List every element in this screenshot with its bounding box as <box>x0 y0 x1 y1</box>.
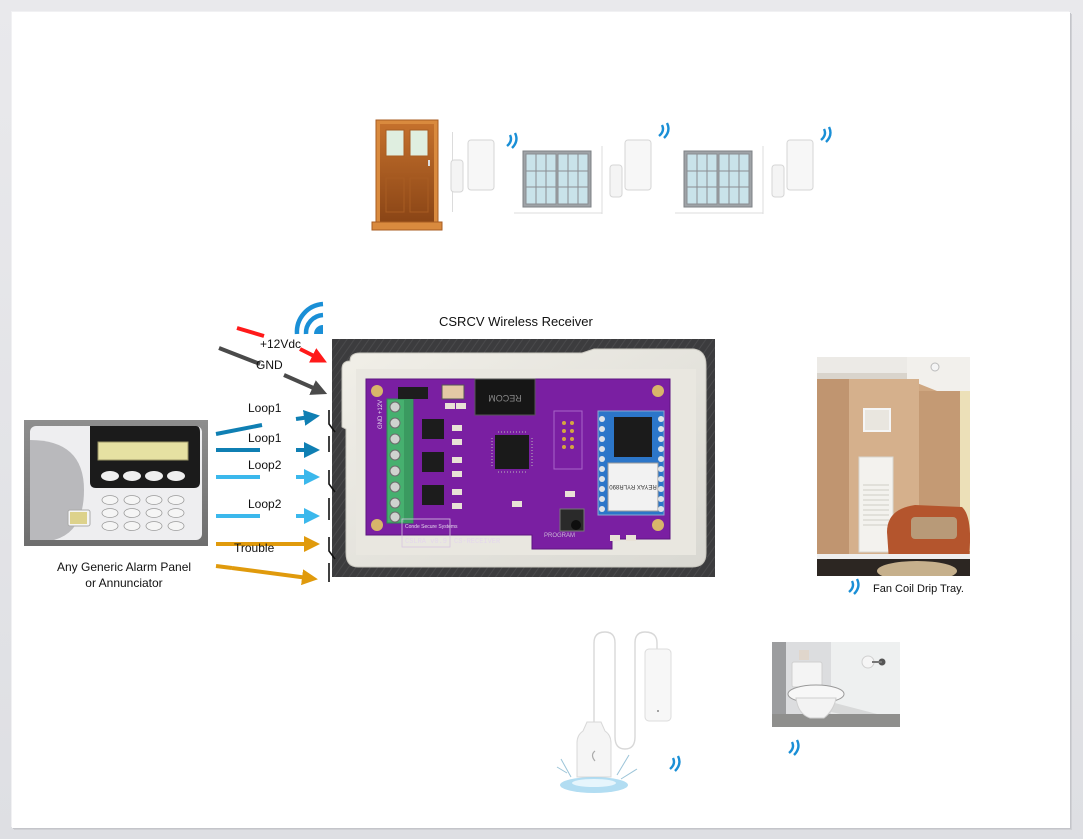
alarm-panel-image <box>24 420 208 546</box>
wire-label-loop2b: Loop2 <box>248 497 282 511</box>
wire-loop1a-tail <box>215 423 263 436</box>
model-label: CSLRA v0.9 <box>405 538 447 546</box>
window-contact-sensor-1 <box>608 122 654 198</box>
wire-label-loop1a: Loop1 <box>248 401 282 415</box>
wire-label-gnd: GND <box>256 358 283 372</box>
regulator-text: RECOM <box>488 393 522 403</box>
wire-trouble-b-arrow <box>231 566 318 586</box>
board-name-label: CS-RECEIVER <box>454 538 501 546</box>
wifi-signal-icon <box>656 122 672 140</box>
maker-label: Conde Secure Systems <box>405 524 458 530</box>
door-image <box>371 119 446 232</box>
water-leak-sensor-image <box>556 627 677 797</box>
wifi-signal-icon <box>667 755 683 773</box>
wire-gnd-arrow <box>283 373 328 395</box>
wifi-signal-icon <box>846 578 862 596</box>
wifi-signal-icon <box>818 126 834 144</box>
program-label: PROGRAM <box>544 533 575 539</box>
module-text: REYAX RYLR890 <box>609 483 657 489</box>
wire-gnd-tail <box>218 346 261 366</box>
wiring-arrows <box>212 322 337 586</box>
fan-coil-caption: Fan Coil Drip Tray. <box>873 583 964 595</box>
wifi-signal-icon <box>786 739 802 757</box>
wire-12vdc-tail <box>236 326 265 338</box>
window-image-2 <box>675 144 765 214</box>
wire-label-12vdc: +12Vdc <box>260 337 302 351</box>
wire-label-trouble: Trouble <box>234 541 275 555</box>
diagram-canvas: CSRCV Wireless Receiver <box>12 12 1070 828</box>
wire-label-loop2a: Loop2 <box>248 458 282 472</box>
fan-coil-room-photo <box>817 357 970 576</box>
alarm-panel-caption-line2: or Annunciator <box>85 576 163 590</box>
wire-trouble-b-tail <box>215 564 233 570</box>
window-contact-sensor-2 <box>770 122 816 198</box>
bathroom-photo <box>772 642 900 727</box>
wire-loop1a-arrow <box>295 409 320 426</box>
power-silkscreen: GND +12V <box>378 400 384 429</box>
wifi-signal-icon <box>504 132 520 150</box>
window-image-1 <box>514 144 604 214</box>
wifi-signal-icon <box>293 300 327 336</box>
receiver-photo: RECOM PROGRAM <box>332 339 715 577</box>
wire-12vdc-arrow <box>299 347 327 363</box>
relay-contact-symbols <box>328 410 336 582</box>
receiver-title: CSRCV Wireless Receiver <box>439 314 593 329</box>
alarm-panel-caption: Any Generic Alarm Panel or Annunciator <box>24 559 224 591</box>
wire-label-loop1b: Loop1 <box>248 431 282 445</box>
door-contact-sensor <box>448 132 512 202</box>
alarm-panel-caption-line1: Any Generic Alarm Panel <box>56 560 192 574</box>
